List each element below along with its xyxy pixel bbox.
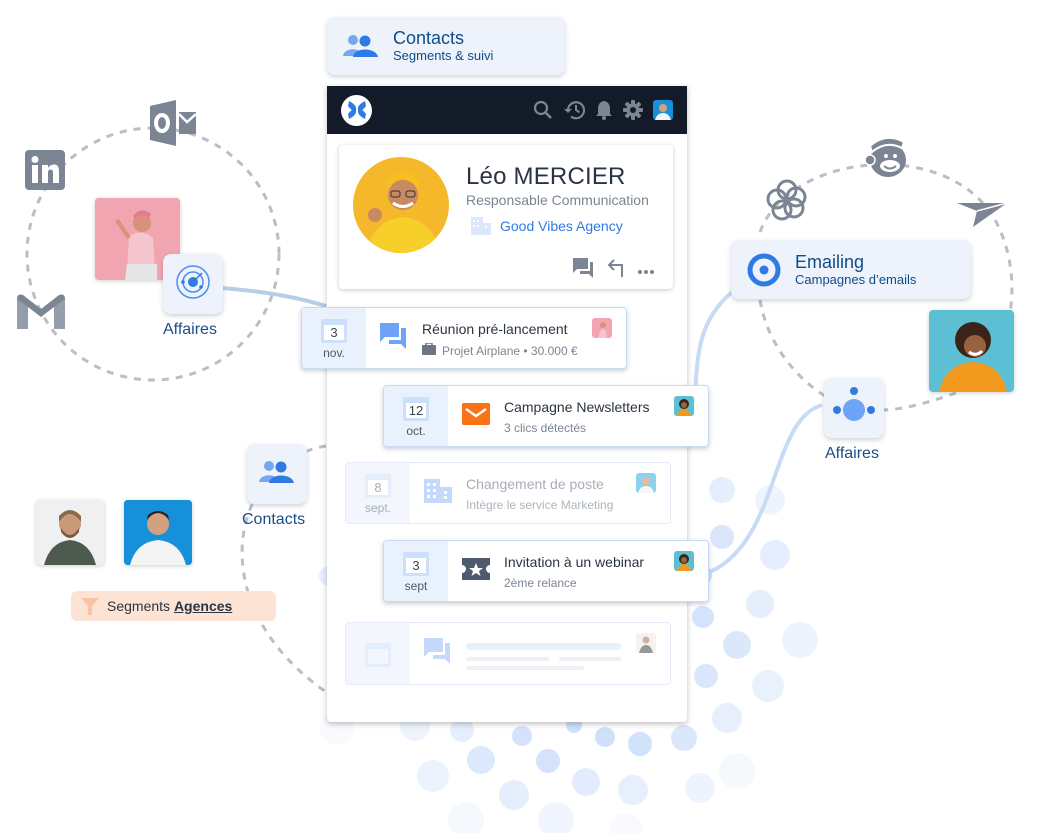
chat-icon[interactable] (573, 258, 595, 283)
segment-value-link[interactable]: Agences (173, 598, 233, 614)
skeleton-line (466, 666, 584, 670)
calendar-icon: 12 (402, 394, 430, 422)
calendar-icon: 3 (320, 316, 348, 344)
crm-app-window: Léo MERCIER Responsable Communication Go… (327, 86, 687, 722)
timeline-title: Invitation à un webinar (504, 554, 645, 570)
segment-prefix: Segments (107, 598, 171, 614)
contact-photo-beard (36, 500, 104, 565)
gmail-icon[interactable] (17, 293, 65, 334)
briefcase-icon (422, 342, 436, 358)
date-block: 12 oct. (384, 386, 448, 446)
date-block: 3 nov. (302, 308, 366, 368)
app-topbar (327, 86, 687, 134)
skeleton-line (466, 657, 549, 661)
timeline-title: Réunion pré-lancement (422, 321, 568, 337)
emailing-subtitle: Campagnes d’emails (795, 271, 917, 287)
emailing-title: Emailing (795, 251, 865, 272)
company-link[interactable]: Good Vibes Agency (500, 218, 623, 234)
paper-plane-icon[interactable] (957, 197, 1008, 234)
timeline-item[interactable]: 12 oct. Campagne Newsletters 3 clics dét… (383, 385, 709, 447)
building-icon (471, 217, 491, 240)
timeline-title: Campagne Newsletters (504, 399, 650, 415)
gear-icon[interactable] (623, 100, 643, 120)
contact-name: Léo MERCIER (466, 163, 626, 190)
timeline-item[interactable]: 3 nov. Réunion pré-lancement Projet Airp… (301, 307, 627, 369)
search-icon[interactable] (533, 100, 553, 120)
contacts-tile[interactable] (247, 444, 307, 504)
contact-photo-curly (929, 310, 1014, 392)
date-block (346, 623, 410, 684)
contacts-chip[interactable]: Contacts Segments & suivi (327, 17, 565, 75)
date-block: 3 sept (384, 541, 448, 601)
affaires-label-right: Affaires (825, 445, 879, 462)
history-icon[interactable] (563, 100, 585, 120)
linkedin-icon[interactable] (25, 150, 65, 195)
assignee-avatar (636, 633, 656, 653)
contacts-label: Contacts (242, 511, 306, 528)
envelope-icon (462, 402, 490, 430)
timeline-subtitle: Intègre le service Marketing (466, 498, 614, 512)
date-block: 8 sept. (346, 463, 410, 523)
assignee-avatar (636, 473, 656, 493)
outlook-icon[interactable] (150, 100, 197, 151)
timeline-item[interactable]: 3 sept Invitation à un webinar 2ème rela… (383, 540, 709, 602)
contact-photo-pink (95, 198, 180, 280)
user-avatar[interactable] (653, 100, 673, 120)
contact-card[interactable]: Léo MERCIER Responsable Communication Go… (339, 145, 673, 289)
assignee-avatar (674, 551, 694, 571)
app-logo-icon[interactable] (341, 94, 372, 126)
affaires-tile-right[interactable] (824, 378, 884, 438)
calendar-icon (364, 640, 392, 668)
chip-subtitle: Segments & suivi (393, 48, 494, 63)
contact-avatar (353, 157, 449, 253)
calendar-icon: 8 (364, 471, 392, 499)
chat-icon (424, 638, 452, 669)
assignee-avatar (674, 396, 694, 416)
users-icon (259, 460, 295, 489)
timeline-item-placeholder (345, 622, 671, 685)
contact-photo-blue (124, 500, 192, 565)
chip-title: Contacts (393, 28, 465, 48)
timeline-subtitle: 3 clics détectés (504, 421, 587, 435)
skeleton-line (559, 657, 621, 661)
sendinblue-icon[interactable] (765, 178, 809, 227)
bell-icon[interactable] (595, 100, 613, 120)
emailing-chip[interactable]: Emailing Campagnes d’emails (731, 240, 971, 299)
calendar-icon: 3 (402, 549, 430, 577)
building-icon (424, 478, 452, 508)
reply-icon[interactable] (607, 259, 625, 282)
radar-icon (175, 264, 211, 305)
segment-filter-badge[interactable]: Segments Agences (71, 591, 276, 621)
affaires-label-left: Affaires (163, 321, 217, 338)
affaires-tile-left[interactable] (163, 254, 223, 314)
timeline-subtitle: Projet Airplane • 30.000 € (442, 343, 578, 358)
mailchimp-icon[interactable] (864, 132, 910, 185)
assignee-avatar (592, 318, 612, 338)
users-icon (343, 34, 379, 58)
more-icon[interactable] (637, 262, 655, 280)
timeline-subtitle: 2ème relance (504, 576, 577, 590)
timeline-item[interactable]: 8 sept. Changement de poste Intègre le s… (345, 462, 671, 524)
funnel-icon (81, 597, 99, 615)
network-icon (832, 386, 876, 431)
contact-role: Responsable Communication (466, 192, 649, 208)
timeline-title: Changement de poste (466, 476, 604, 492)
target-icon (747, 253, 781, 287)
skeleton-line (466, 643, 621, 650)
ticket-star-icon (462, 557, 490, 585)
chat-icon (380, 322, 408, 354)
